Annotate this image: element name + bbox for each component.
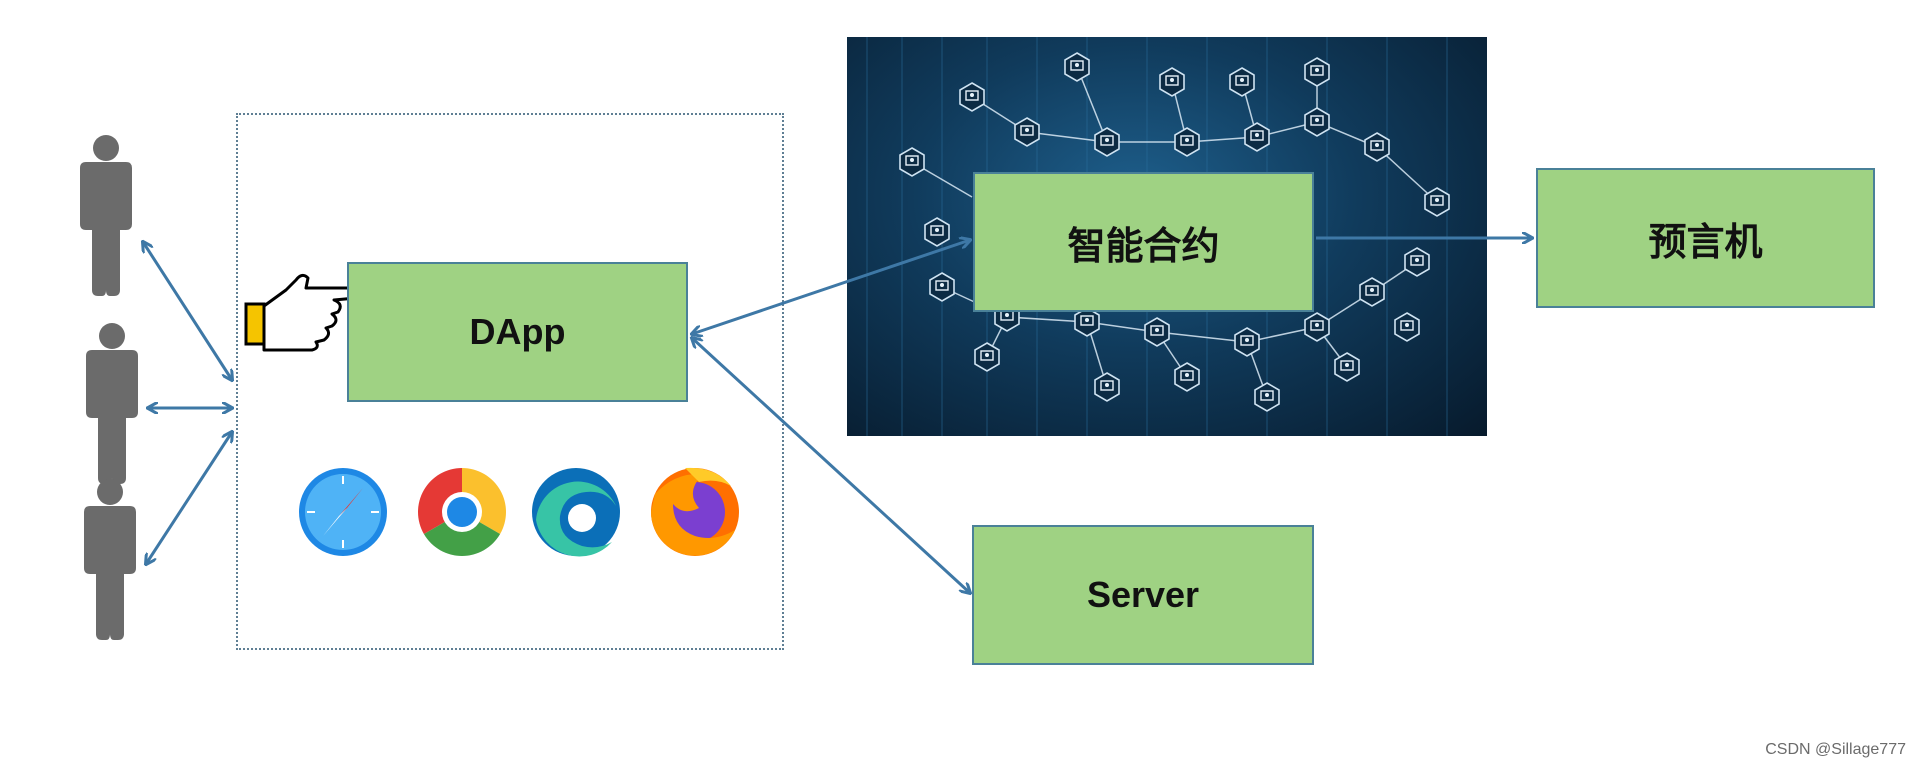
- server-label: Server: [1086, 574, 1200, 615]
- firefox-icon: [651, 467, 739, 556]
- person-icon: [84, 479, 136, 640]
- arrow-dapp-contract: [692, 240, 970, 334]
- arrow-user1-dapp: [143, 242, 232, 380]
- smart-contract-node: 智能合约: [973, 172, 1314, 312]
- arrow-dapp-server: [692, 338, 970, 593]
- dapp-node: DApp: [347, 262, 688, 402]
- arrow-user3-dapp: [146, 432, 232, 564]
- smart-contract-label: 智能合约: [1067, 225, 1220, 268]
- chrome-icon: [418, 468, 506, 556]
- edge-icon: [532, 468, 620, 557]
- dapp-label: DApp: [469, 311, 566, 352]
- safari-icon: [299, 468, 387, 556]
- server-node: Server: [972, 525, 1314, 665]
- watermark: CSDN @Sillage777: [1765, 741, 1906, 758]
- person-icon: [86, 323, 138, 484]
- pointing-hand-icon: [244, 273, 360, 352]
- person-icon: [80, 135, 132, 296]
- oracle-node: 预言机: [1536, 168, 1875, 308]
- oracle-label: 预言机: [1648, 221, 1763, 264]
